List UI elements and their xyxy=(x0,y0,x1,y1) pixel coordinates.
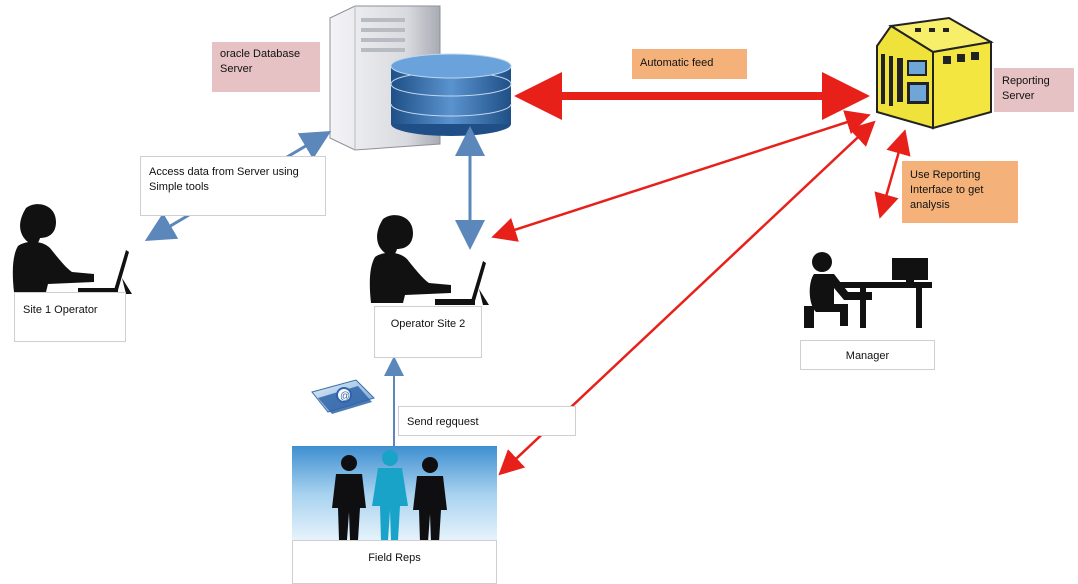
use-reporting-label: Use Reporting Interface to get analysis xyxy=(902,161,1018,223)
access-data-label: Access data from Server using Simple too… xyxy=(140,156,326,216)
manager-label: Manager xyxy=(800,340,935,370)
svg-text:@: @ xyxy=(340,391,350,402)
site1-operator-icon xyxy=(12,204,132,294)
email-icon: @ xyxy=(311,379,375,414)
site2-operator-icon xyxy=(369,215,489,305)
reporting-server-icon xyxy=(876,16,994,130)
reporting-server-label: Reporting Server xyxy=(994,68,1074,112)
reporting-to-manager-arrow xyxy=(874,129,911,219)
oracle-server-label: oracle Database Server xyxy=(212,42,320,92)
reporting-to-site2-arrow xyxy=(491,110,871,242)
database-server-icon xyxy=(329,5,512,151)
field-reps-label: Field Reps xyxy=(292,540,497,584)
automatic-feed-label: Automatic feed xyxy=(632,49,747,79)
site1-operator-label: Site 1 Operator xyxy=(14,292,126,342)
operator-site2-label: Operator Site 2 xyxy=(374,306,482,358)
send-request-label: Send regquest xyxy=(398,406,576,436)
field-reps-image xyxy=(292,446,497,542)
database-cylinder-icon xyxy=(390,53,512,136)
